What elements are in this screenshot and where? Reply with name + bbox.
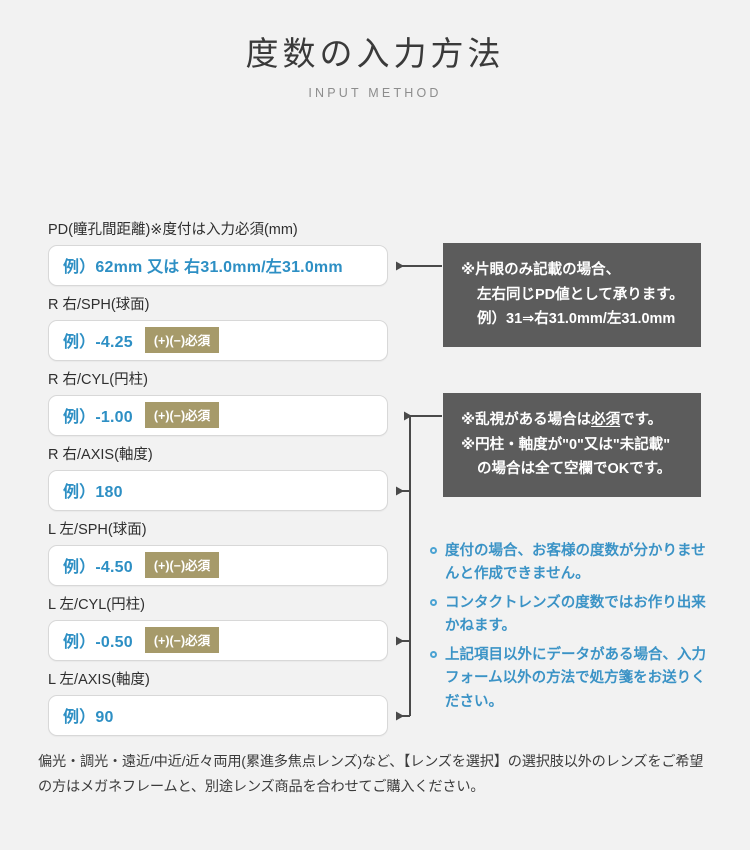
- field-label-l-axis: L 左/AXIS(軸度): [48, 671, 150, 688]
- circle-bullet-icon: [430, 650, 437, 658]
- input-r-sph-placeholder: 例）-4.25: [63, 334, 133, 352]
- field-l-cyl: L 左/CYL(円柱) 例）-0.50 (+)(−)必須: [48, 595, 388, 661]
- note-text: コンタクトレンズの度数ではお作り出来かねます。: [445, 594, 706, 635]
- input-l-cyl[interactable]: 例）-0.50 (+)(−)必須: [48, 619, 388, 661]
- field-label-l-sph: L 左/SPH(球面): [48, 521, 147, 538]
- circle-bullet-icon: [430, 546, 437, 554]
- input-r-cyl-placeholder: 例）-1.00: [63, 409, 133, 427]
- notes-list: 度付の場合、お客様の度数が分かりませんと作成できません。 コンタクトレンズの度数…: [430, 540, 715, 719]
- badge-l-cyl-required: (+)(−)必須: [144, 627, 220, 654]
- field-pd: PD(瞳孔間距離)※度付は入力必須(mm) 例）62mm 又は 右31.0mm/…: [48, 220, 388, 286]
- page-subtitle: INPUT METHOD: [308, 85, 442, 100]
- field-label-pd: PD(瞳孔間距離)※度付は入力必須(mm): [48, 221, 298, 238]
- prescription-form: PD(瞳孔間距離)※度付は入力必須(mm) 例）62mm 又は 右31.0mm/…: [48, 220, 388, 745]
- input-r-sph[interactable]: 例）-4.25 (+)(−)必須: [48, 319, 388, 361]
- field-l-sph: L 左/SPH(球面) 例）-4.50 (+)(−)必須: [48, 520, 388, 586]
- callout-cyl-line1-post: です。: [620, 411, 663, 428]
- content-board: PD(瞳孔間距離)※度付は入力必須(mm) 例）62mm 又は 右31.0mm/…: [0, 100, 750, 796]
- input-r-cyl[interactable]: 例）-1.00 (+)(−)必須: [48, 394, 388, 436]
- page-title: 度数の入力方法: [245, 35, 505, 72]
- badge-l-sph-required: (+)(−)必須: [144, 552, 220, 579]
- input-pd[interactable]: 例）62mm 又は 右31.0mm/左31.0mm: [48, 244, 388, 286]
- callout-cyl-line1-underline: 必須: [591, 411, 621, 428]
- field-label-r-axis: R 右/AXIS(軸度): [48, 446, 153, 463]
- page-header: 度数の入力方法 INPUT METHOD: [0, 0, 750, 100]
- input-l-cyl-placeholder: 例）-0.50: [63, 634, 133, 652]
- field-label-l-cyl: L 左/CYL(円柱): [48, 596, 145, 613]
- field-r-cyl: R 右/CYL(円柱) 例）-1.00 (+)(−)必須: [48, 370, 388, 436]
- input-l-axis-placeholder: 例）90: [63, 709, 114, 727]
- callout-pd-line2: 左右同じPD値として承ります。: [477, 286, 684, 303]
- callout-cyl-line1: ※乱視がある場合は必須です。: [461, 408, 683, 433]
- note-text: 度付の場合、お客様の度数が分かりませんと作成できません。: [445, 542, 706, 583]
- badge-r-sph-required: (+)(−)必須: [144, 327, 220, 354]
- input-l-axis[interactable]: 例）90: [48, 694, 388, 736]
- list-item: 度付の場合、お客様の度数が分かりませんと作成できません。: [430, 540, 715, 587]
- circle-bullet-icon: [430, 598, 437, 606]
- input-r-axis[interactable]: 例）180: [48, 469, 388, 511]
- callout-cyl-line2: ※円柱・軸度が"0"又は"未記載": [461, 436, 671, 453]
- callout-cyl-line1-pre: ※乱視がある場合は: [461, 411, 592, 428]
- field-r-sph: R 右/SPH(球面) 例）-4.25 (+)(−)必須: [48, 295, 388, 361]
- note-text: 上記項目以外にデータがある場合、入力フォーム以外の方法で処方箋をお送りください。: [445, 646, 706, 710]
- field-label-r-sph: R 右/SPH(球面): [48, 296, 150, 313]
- input-r-axis-placeholder: 例）180: [63, 484, 123, 502]
- field-label-r-cyl: R 右/CYL(円柱): [48, 371, 148, 388]
- input-l-sph[interactable]: 例）-4.50 (+)(−)必須: [48, 544, 388, 586]
- list-item: コンタクトレンズの度数ではお作り出来かねます。: [430, 592, 715, 639]
- callout-cyl-axis: ※乱視がある場合は必須です。 ※円柱・軸度が"0"又は"未記載" の場合は全て空…: [443, 392, 701, 498]
- input-pd-placeholder: 例）62mm 又は 右31.0mm/左31.0mm: [63, 259, 343, 277]
- list-item: 上記項目以外にデータがある場合、入力フォーム以外の方法で処方箋をお送りください。: [430, 644, 715, 714]
- field-r-axis: R 右/AXIS(軸度) 例）180: [48, 445, 388, 511]
- footer-note: 偏光・調光・遠近/中近/近々両用(累進多焦点レンズ)など、【レンズを選択】の選択…: [38, 750, 714, 802]
- input-l-sph-placeholder: 例）-4.50: [63, 559, 133, 577]
- field-l-axis: L 左/AXIS(軸度) 例）90: [48, 670, 388, 736]
- callout-cyl-line3: の場合は全て空欄でOKです。: [477, 461, 672, 478]
- badge-r-cyl-required: (+)(−)必須: [144, 402, 220, 429]
- callout-pd: ※片眼のみ記載の場合、 左右同じPD値として承ります。 例）31⇒右31.0mm…: [443, 242, 701, 348]
- callout-pd-line1: ※片眼のみ記載の場合、: [461, 261, 621, 278]
- callout-pd-line3: 例）31⇒右31.0mm/左31.0mm: [477, 311, 676, 328]
- footer-text: 偏光・調光・遠近/中近/近々両用(累進多焦点レンズ)など、【レンズを選択】の選択…: [38, 753, 704, 796]
